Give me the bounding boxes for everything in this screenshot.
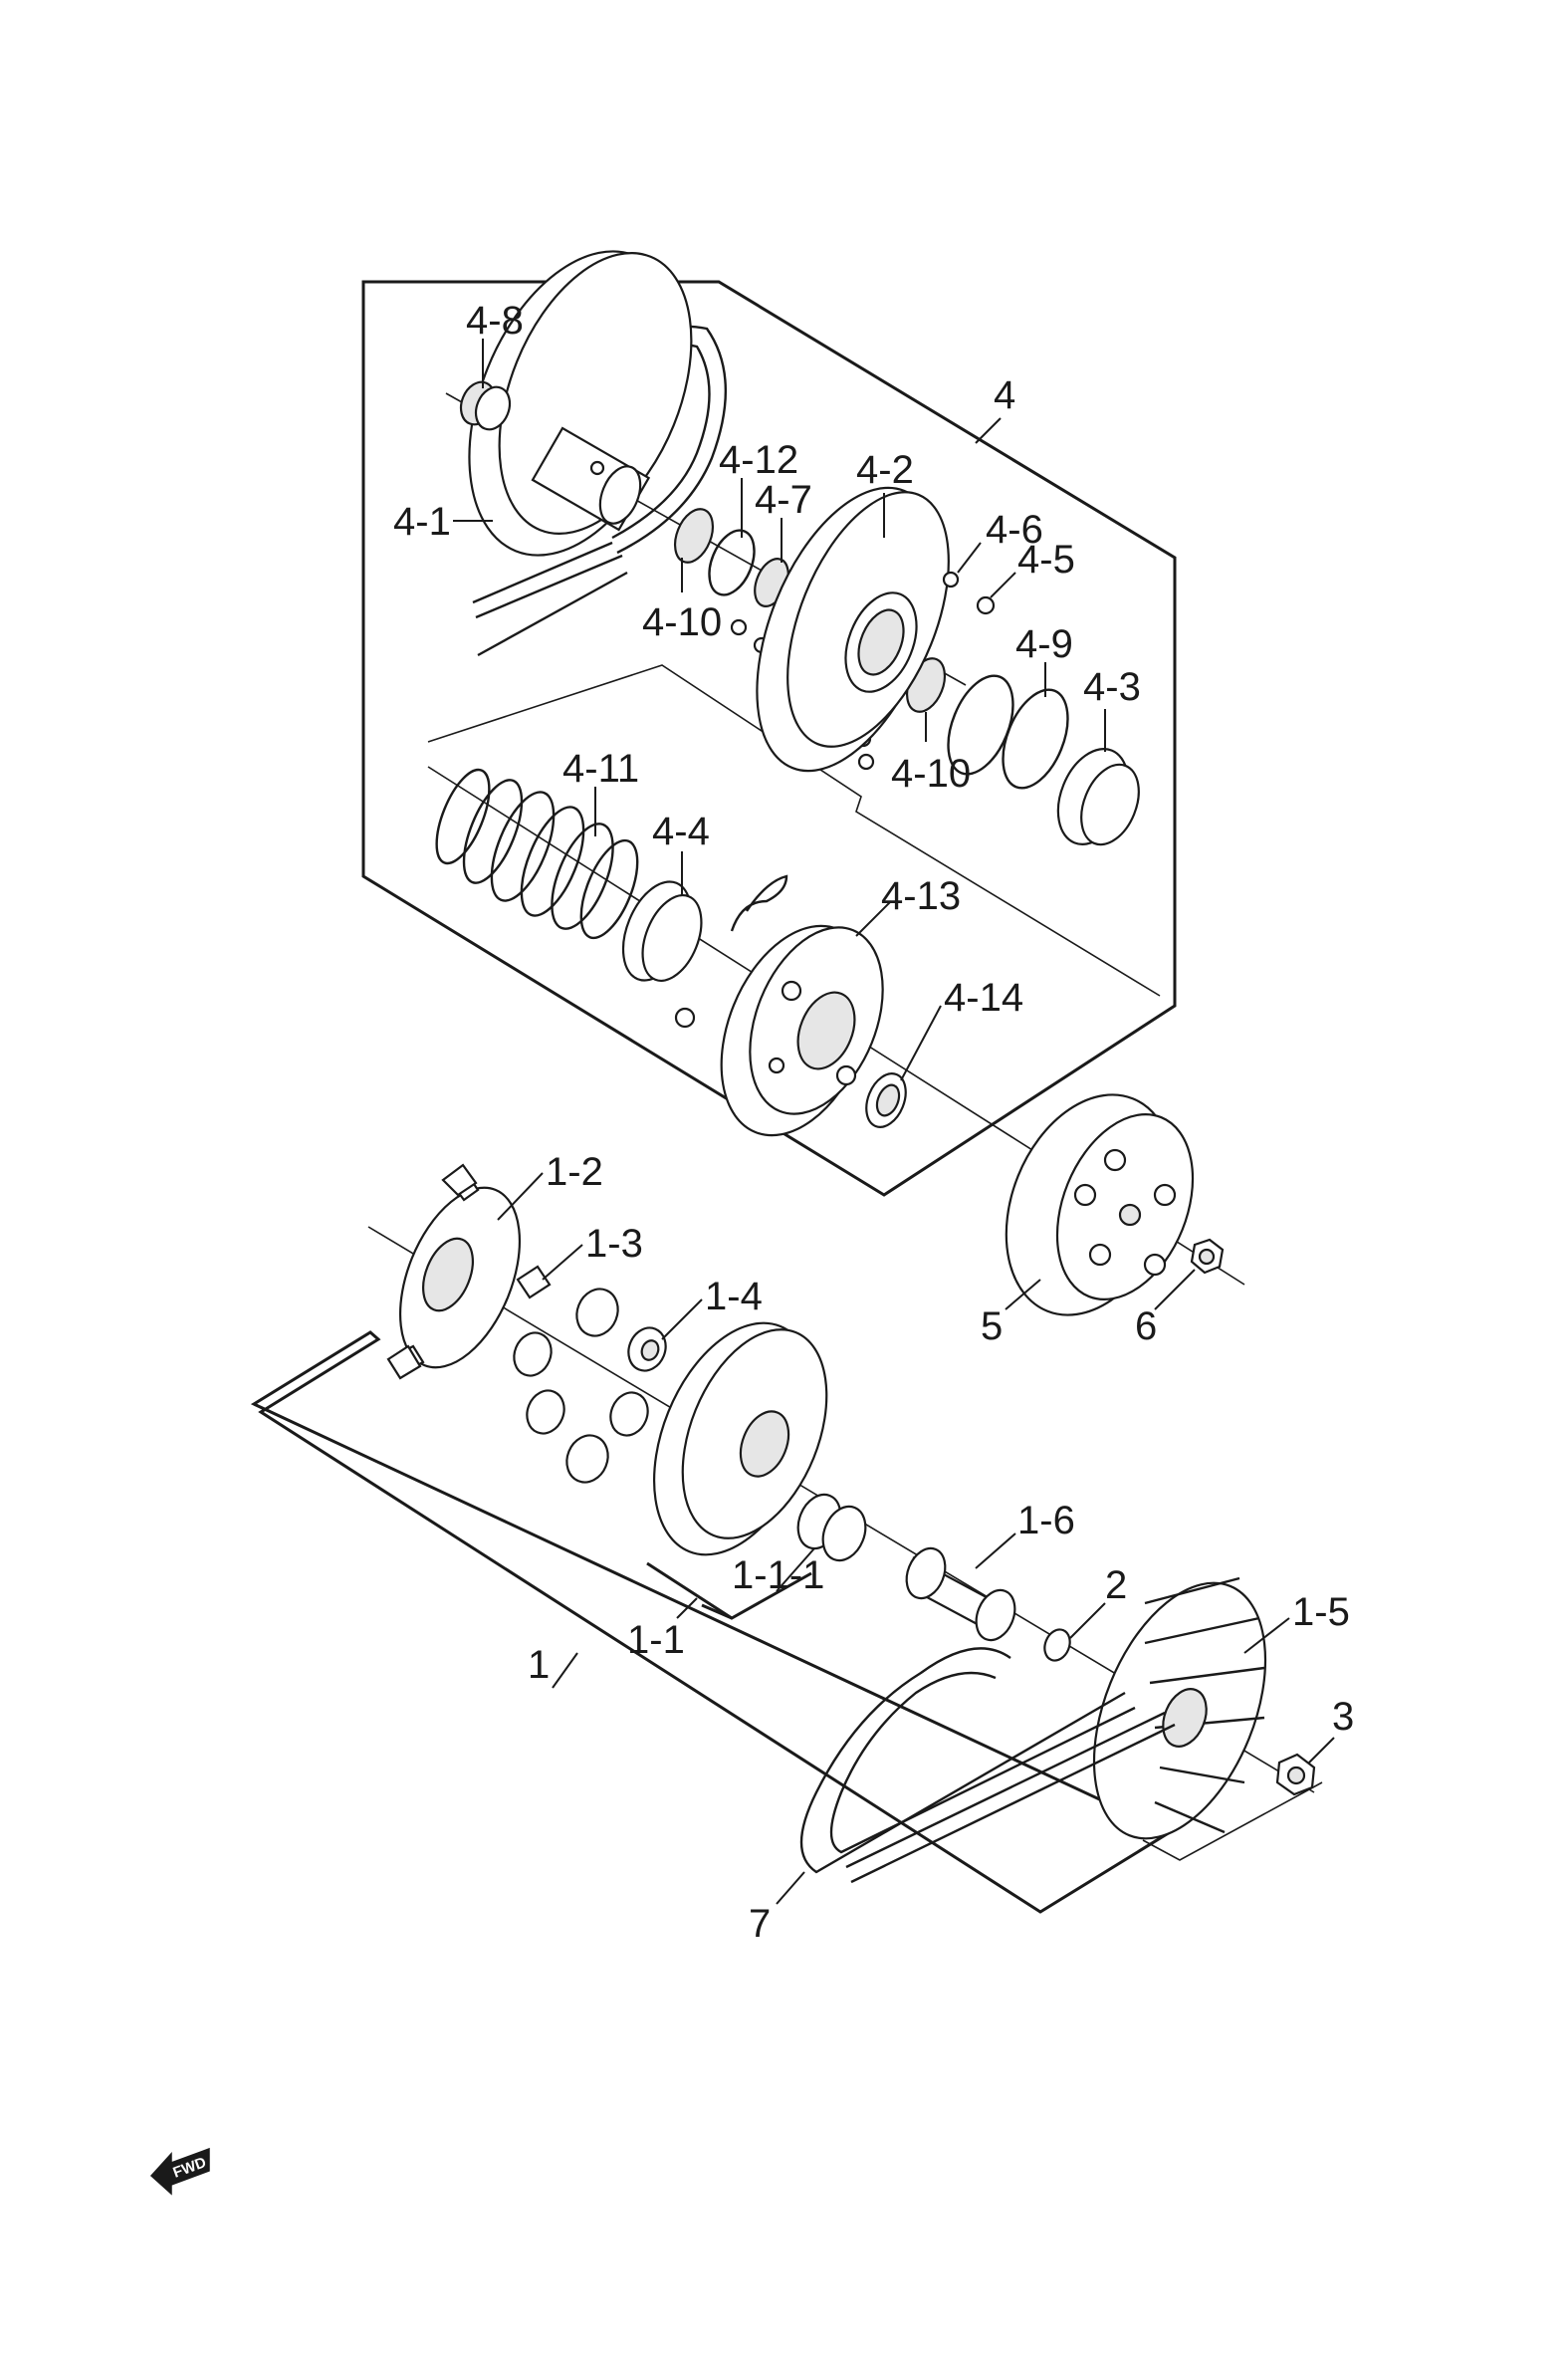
callout-7: 7 bbox=[749, 1902, 771, 1946]
callout-1-6: 1-6 bbox=[1017, 1499, 1075, 1542]
part-6-nut bbox=[1190, 1238, 1225, 1275]
callout-4-3: 4-3 bbox=[1083, 665, 1141, 709]
part-5-clutch-outer bbox=[1005, 1093, 1195, 1316]
leader-4-13 bbox=[855, 900, 892, 937]
leader-1-1 bbox=[676, 1597, 698, 1619]
leader-4-14 bbox=[900, 1005, 942, 1081]
part-4-4-spring-seat bbox=[621, 880, 703, 982]
callout-4-7: 4-7 bbox=[755, 478, 812, 522]
callout-4: 4 bbox=[994, 373, 1015, 417]
leader-5 bbox=[1005, 1279, 1041, 1310]
leader-4-6 bbox=[957, 542, 982, 574]
leader-1-3 bbox=[542, 1244, 583, 1281]
callout-4-10-a: 4-10 bbox=[642, 600, 722, 644]
leader-1 bbox=[552, 1652, 578, 1689]
leader-3 bbox=[1308, 1737, 1335, 1764]
part-4-9-o-ring-b bbox=[1002, 688, 1069, 790]
part-4-11-spring bbox=[435, 768, 639, 940]
part-2-washer bbox=[1043, 1628, 1071, 1662]
pin-a bbox=[730, 618, 748, 636]
pin-d bbox=[857, 753, 875, 771]
callout-4-8: 4-8 bbox=[466, 299, 524, 343]
part-1-1-1-bushing bbox=[796, 1493, 867, 1562]
part-4-12-circlip bbox=[708, 529, 756, 596]
leader-1-6 bbox=[975, 1532, 1016, 1569]
callout-1-4: 1-4 bbox=[705, 1275, 763, 1318]
callout-4-11: 4-11 bbox=[562, 747, 639, 791]
callout-1-1: 1-1 bbox=[627, 1618, 685, 1662]
slider-b bbox=[386, 1344, 422, 1380]
callout-4-1: 4-1 bbox=[393, 500, 451, 544]
part-4-6-pin bbox=[942, 571, 960, 589]
part-7-drive-belt bbox=[799, 1647, 1176, 1884]
callout-1-1-1: 1-1-1 bbox=[732, 1553, 824, 1597]
callout-6: 6 bbox=[1135, 1304, 1157, 1348]
assembly-1-frame-right bbox=[1142, 1781, 1323, 1861]
part-1-4-weight-roller bbox=[627, 1326, 667, 1372]
callout-3: 3 bbox=[1332, 1695, 1354, 1739]
callout-4-12: 4-12 bbox=[719, 438, 798, 482]
part-1-1-movable-drive-face bbox=[652, 1321, 828, 1556]
leader-7 bbox=[776, 1871, 805, 1905]
leader-6 bbox=[1154, 1269, 1196, 1310]
part-4-5-bolt bbox=[976, 595, 996, 615]
part-4-3-collar bbox=[1056, 748, 1140, 846]
callout-4-13: 4-13 bbox=[881, 874, 961, 918]
part-4-10-oil-seal-a bbox=[673, 508, 715, 564]
callout-1-3: 1-3 bbox=[585, 1222, 643, 1266]
part-1-3-slide-piece bbox=[516, 1265, 552, 1299]
leader-1-4 bbox=[661, 1298, 703, 1340]
leader-1-5 bbox=[1243, 1617, 1290, 1654]
leader-1-1-1 bbox=[776, 1547, 815, 1592]
callout-1-5: 1-5 bbox=[1292, 1590, 1350, 1634]
part-4-13-clutch-shoe bbox=[720, 924, 884, 1137]
washer-small bbox=[674, 1007, 696, 1029]
callout-4-4: 4-4 bbox=[652, 810, 710, 853]
subgroup-4-outline bbox=[427, 664, 1161, 997]
leader-1-2 bbox=[497, 1172, 544, 1221]
part-1-6-collar bbox=[905, 1546, 1016, 1642]
callout-4-2: 4-2 bbox=[856, 448, 914, 492]
weight-rollers bbox=[513, 1288, 649, 1484]
part-1-5-fixed-drive-face bbox=[1092, 1576, 1267, 1840]
part-3-nut bbox=[1275, 1753, 1316, 1796]
part-4-2-movable-driven-face bbox=[756, 486, 950, 773]
clutch-spring bbox=[730, 874, 788, 932]
assembly-4-frame bbox=[361, 280, 1177, 1197]
callout-4-5: 4-5 bbox=[1017, 538, 1075, 582]
part-4-1-driven-face bbox=[468, 250, 693, 557]
subgroup-1-1-stem bbox=[701, 1603, 733, 1620]
callout-1: 1 bbox=[528, 1643, 550, 1687]
callout-4-10-b: 4-10 bbox=[891, 752, 971, 796]
callout-2: 2 bbox=[1105, 1563, 1127, 1607]
leader-2 bbox=[1069, 1602, 1106, 1639]
callout-5: 5 bbox=[981, 1304, 1003, 1348]
leader-4-5 bbox=[990, 572, 1016, 598]
slider-a bbox=[441, 1163, 478, 1197]
callout-4-9: 4-9 bbox=[1015, 622, 1073, 666]
callout-4-6: 4-6 bbox=[986, 508, 1043, 552]
part-4-14-nut bbox=[865, 1072, 907, 1128]
fwd-arrow-icon: FWD bbox=[149, 2147, 210, 2196]
leader-4 bbox=[975, 417, 1002, 444]
part-4-8-needle-bearing bbox=[459, 380, 512, 431]
callout-4-14: 4-14 bbox=[944, 976, 1023, 1020]
callout-1-2: 1-2 bbox=[546, 1150, 603, 1194]
